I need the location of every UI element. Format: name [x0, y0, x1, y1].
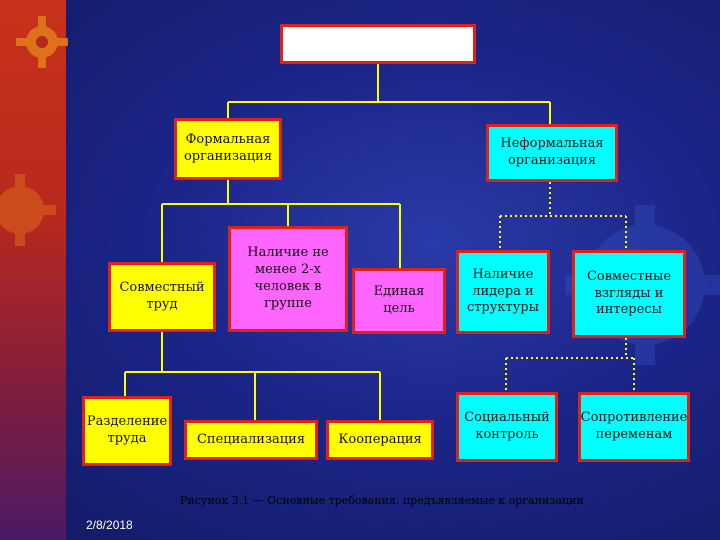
formal-organization-box: Формальная организация: [174, 118, 282, 180]
resistance-box: Сопротивление переменам: [578, 392, 690, 462]
gear-icon: [16, 16, 68, 68]
division-of-labor-label: Разделение труда: [86, 414, 168, 446]
specialization-box: Специализация: [184, 420, 318, 460]
slide-date: 2/8/2018: [86, 518, 133, 532]
gear-icon: [0, 174, 56, 246]
social-control-box: Социальный контроль: [456, 392, 558, 462]
joint-labor-box: Совместный труд: [108, 262, 216, 332]
division-of-labor-box: Разделение труда: [82, 396, 172, 466]
specialization-label: Специализация: [196, 431, 306, 447]
resistance-label: Сопротивление переменам: [580, 410, 688, 442]
common-goal-box: Единая цель: [352, 268, 446, 334]
formal-organization-label: Формальная организация: [183, 132, 273, 164]
informal-organization-box: Неформальная организация: [486, 124, 618, 182]
cooperation-label: Кооперация: [338, 431, 422, 447]
two-people-label: Наличие не менее 2-х человек в группе: [247, 245, 329, 311]
cooperation-box: Кооперация: [326, 420, 434, 460]
shared-views-box: Совместные взгляды и интересы: [572, 250, 686, 338]
leader-structure-box: Наличие лидера и структуры: [456, 250, 550, 334]
common-goal-label: Единая цель: [373, 284, 425, 316]
figure-caption: Рисунок 3.1 — Основные требования, предъ…: [180, 494, 584, 507]
left-accent-stripe: [0, 0, 66, 540]
social-control-label: Социальный контроль: [464, 410, 550, 442]
two-people-box: Наличие не менее 2-х человек в группе: [228, 226, 348, 332]
title-box: [280, 24, 476, 64]
joint-labor-label: Совместный труд: [119, 280, 205, 312]
leader-structure-label: Наличие лидера и структуры: [466, 266, 540, 316]
informal-organization-label: Неформальная организация: [500, 136, 604, 168]
shared-views-label: Совместные взгляды и интересы: [586, 268, 672, 318]
